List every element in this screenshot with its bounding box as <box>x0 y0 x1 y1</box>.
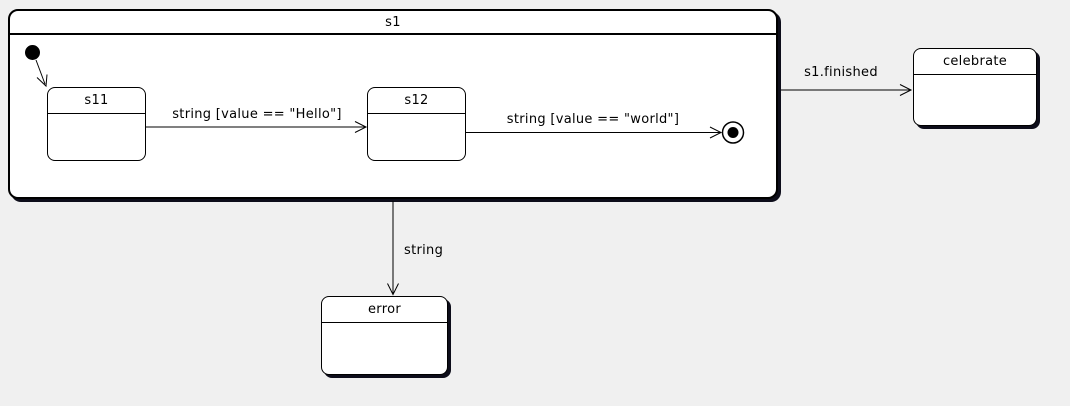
state-s11-label: s11 <box>84 93 109 108</box>
transition-label-s11-to-s12[interactable]: string [value == "Hello"] <box>172 107 342 122</box>
state-celebrate[interactable]: celebrate <box>913 48 1037 126</box>
transition-s11-to-s12[interactable] <box>146 122 366 133</box>
transition-s11-to-s12-arrowhead-icon <box>355 122 366 133</box>
transition-s1-to-error[interactable] <box>388 201 399 295</box>
state-s11-title-compartment: s11 <box>48 88 145 114</box>
state-error-label: error <box>368 302 401 317</box>
final-state-icon[interactable] <box>723 122 744 143</box>
state-error-title-compartment: error <box>322 297 447 323</box>
transition-initial-to-s11-line <box>36 60 45 84</box>
state-celebrate-title-compartment: celebrate <box>914 49 1036 75</box>
state-error[interactable]: error <box>321 296 448 375</box>
final-state-dot <box>727 127 739 138</box>
state-celebrate-label: celebrate <box>942 54 1008 69</box>
transition-initial-to-s11[interactable] <box>36 60 47 86</box>
transition-s1-to-error-arrowhead-icon <box>388 284 399 295</box>
transition-s12-to-final[interactable] <box>466 127 721 138</box>
state-s12-label: s12 <box>404 93 429 108</box>
transition-s12-to-final-arrowhead-icon <box>710 127 721 138</box>
transition-initial-to-s11-arrowhead-icon <box>37 75 47 87</box>
state-s1-label: s1 <box>385 14 401 30</box>
state-s1-title-compartment: s1 <box>10 11 776 35</box>
transition-label-s1-to-error[interactable]: string <box>404 243 444 258</box>
state-s11[interactable]: s11 <box>47 87 146 161</box>
initial-state-icon[interactable] <box>25 45 40 60</box>
transition-label-s12-to-final[interactable]: string [value == "world"] <box>506 112 680 127</box>
state-s12-title-compartment: s12 <box>368 88 465 114</box>
transition-s1-to-celebrate[interactable] <box>781 85 911 96</box>
transition-s1-to-celebrate-arrowhead-icon <box>900 85 911 96</box>
transition-label-s1-to-celebrate[interactable]: s1.finished <box>804 65 878 80</box>
state-s12[interactable]: s12 <box>367 87 466 161</box>
